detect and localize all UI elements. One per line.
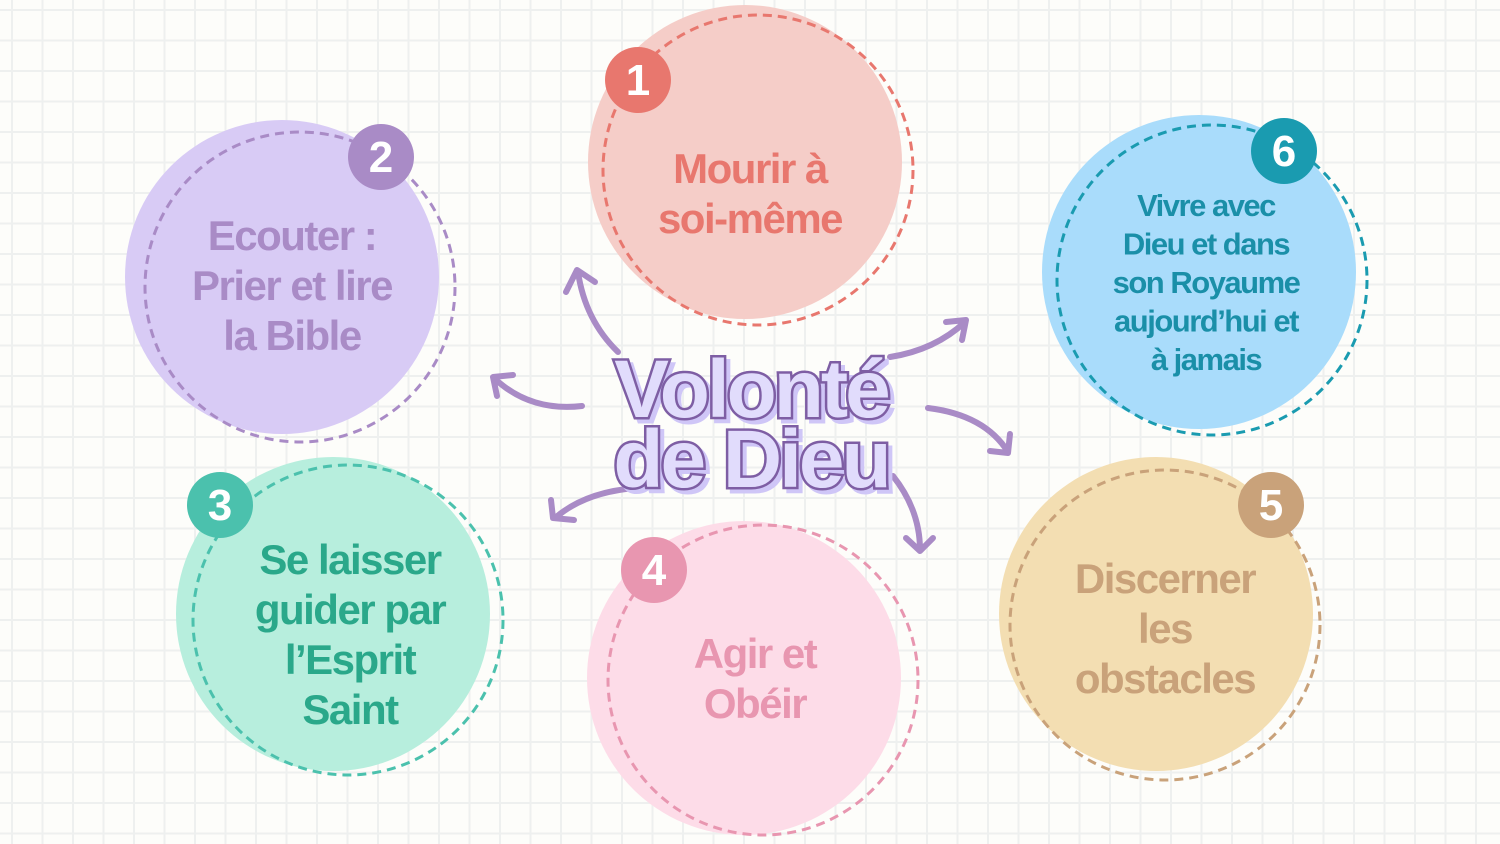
central-title: Volonté de Dieu: [611, 342, 894, 508]
step-dashed-ring: [606, 523, 920, 837]
step-number-badge: [1238, 472, 1304, 538]
step-label-line: la Bible: [223, 312, 361, 359]
step-label-line: Obéir: [704, 680, 807, 727]
step-circle-fill: [1042, 115, 1356, 429]
step-circle-fill: [999, 457, 1313, 771]
step-label-line: son Royaume: [1113, 265, 1301, 300]
title-line-2: de Dieu: [613, 414, 888, 505]
step-number-badge: [605, 47, 671, 113]
step-label-line: Ecouter :: [208, 212, 377, 259]
arrow-to-step-5: [925, 405, 1013, 456]
arrow-to-step-2: [490, 372, 585, 410]
step-number-badge: [621, 537, 687, 603]
step-label-line: Dieu et dans: [1123, 227, 1290, 262]
step-number: 5: [1259, 481, 1283, 530]
step-dashed-ring: [1055, 123, 1369, 437]
step-label-line: à jamais: [1151, 342, 1262, 377]
arrows: [490, 267, 1013, 554]
step-number-badge: [1251, 118, 1317, 184]
step-circle-fill: [125, 120, 439, 434]
step-label-line: Saint: [302, 686, 399, 733]
step-label-line: l’Esprit: [285, 636, 417, 683]
step-number: 6: [1272, 127, 1296, 176]
step-label-line: Prier et lire: [192, 262, 392, 309]
step-dashed-ring: [1008, 468, 1322, 782]
step-label-line: Discerner: [1075, 555, 1256, 602]
step-number: 4: [642, 546, 667, 595]
step-label-line: Mourir à: [673, 145, 829, 192]
step-circle-fill: [176, 457, 490, 771]
step-label-line: guider par: [255, 586, 447, 633]
step-dashed-ring: [143, 130, 457, 444]
arrow-to-step-3: [548, 485, 639, 523]
step-number: 2: [369, 133, 393, 182]
step-label-line: aujourd’hui et: [1114, 304, 1299, 339]
step-dashed-ring: [601, 13, 915, 327]
arrow-to-step-6: [887, 317, 969, 360]
step-label-line: les: [1138, 605, 1192, 652]
step-label-line: Agir et: [694, 630, 818, 677]
step-number-badge: [187, 472, 253, 538]
step-label-line: obstacles: [1075, 655, 1255, 702]
step-label-line: Vivre avec: [1137, 188, 1276, 223]
step-label-line: soi-même: [658, 195, 842, 242]
arrow-to-step-4: [890, 473, 936, 554]
step-number: 3: [208, 481, 232, 530]
arrow-to-step-1: [563, 267, 621, 355]
step-dashed-ring: [191, 463, 505, 777]
step-number: 1: [626, 56, 650, 105]
title-line-1: Volonté: [614, 344, 888, 435]
step-number-badge: [348, 124, 414, 190]
step-label-line: Se laisser: [259, 536, 441, 583]
